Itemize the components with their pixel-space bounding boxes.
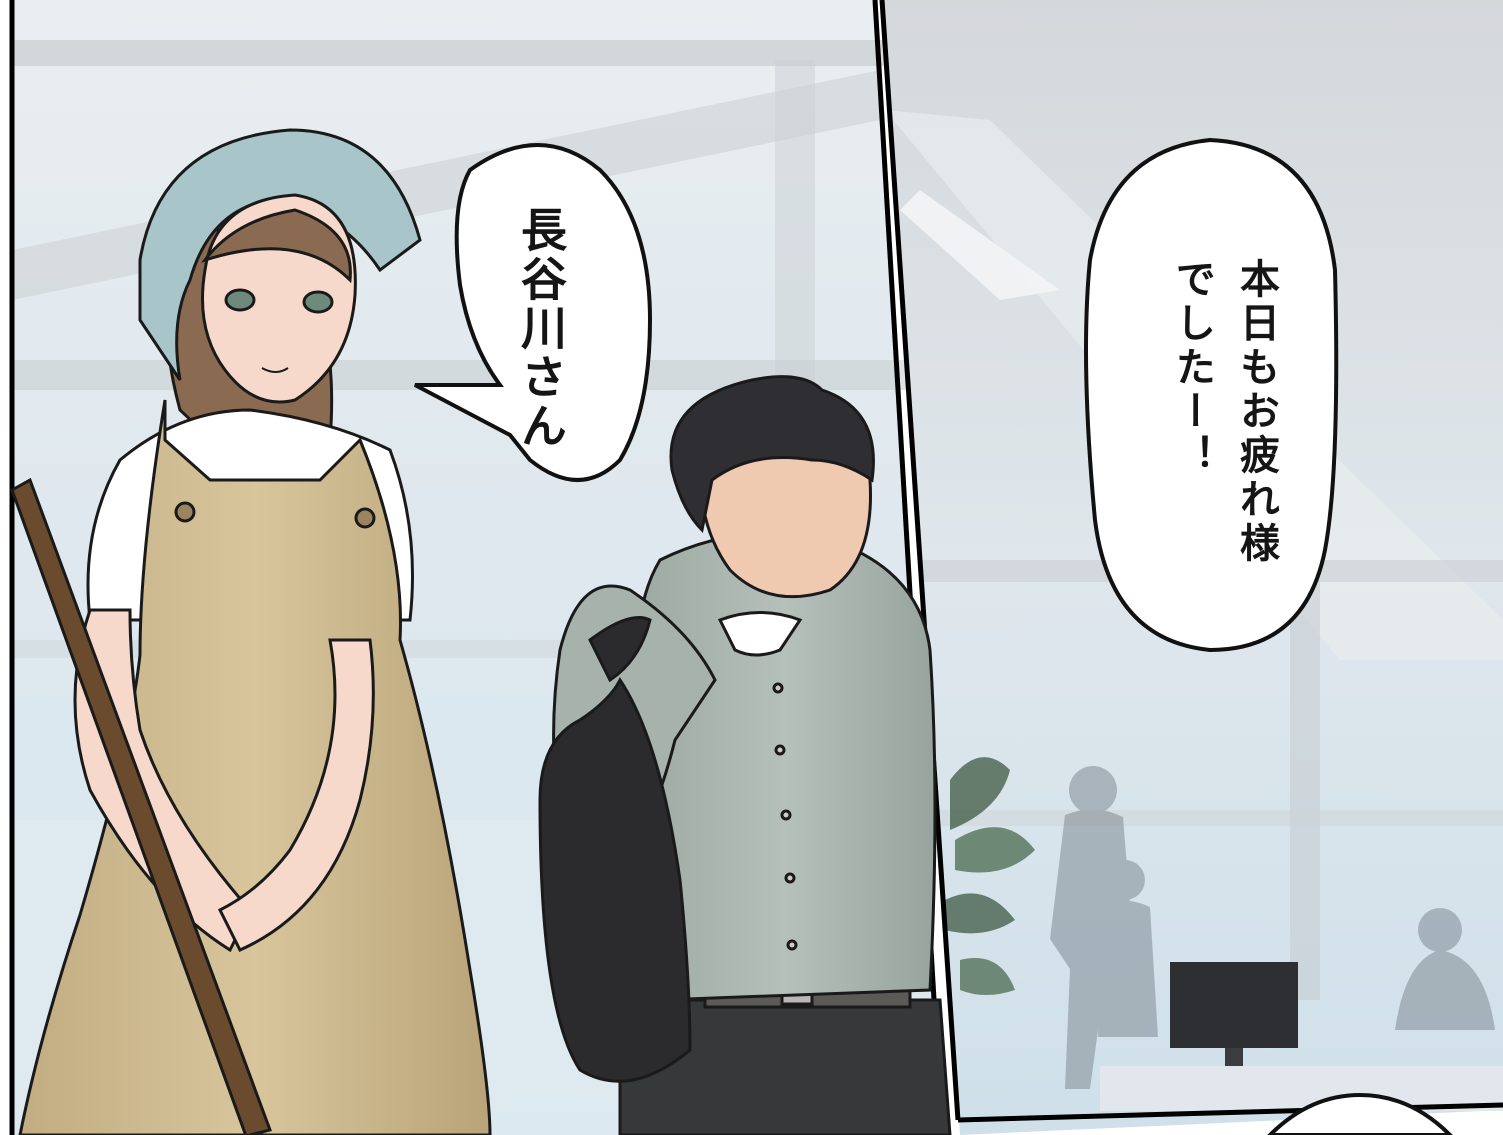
- speech-bubble-right: [1084, 137, 1339, 653]
- speech-text-hasegawa-san: 長谷川さん: [514, 206, 568, 451]
- speech-text-good-work-today: 本日もお疲れ様 でしたー！: [1169, 258, 1279, 566]
- hair: [669, 375, 875, 534]
- apron: [18, 399, 492, 1135]
- speech-bubble-bottom-partial: [1267, 1092, 1453, 1135]
- arm-left: [73, 608, 252, 953]
- shoulder-bag: [538, 677, 692, 1083]
- character-cleaning-woman: [10, 128, 492, 1135]
- arm-right: [217, 638, 375, 952]
- broom-handle: [10, 477, 272, 1135]
- office-plant: [945, 757, 1035, 995]
- character-office-man: [538, 375, 952, 1135]
- speech-bubble-left: [414, 143, 653, 482]
- office-monitor: [1170, 962, 1298, 1048]
- headscarf: [138, 128, 422, 381]
- background-silhouettes: [1050, 766, 1495, 1089]
